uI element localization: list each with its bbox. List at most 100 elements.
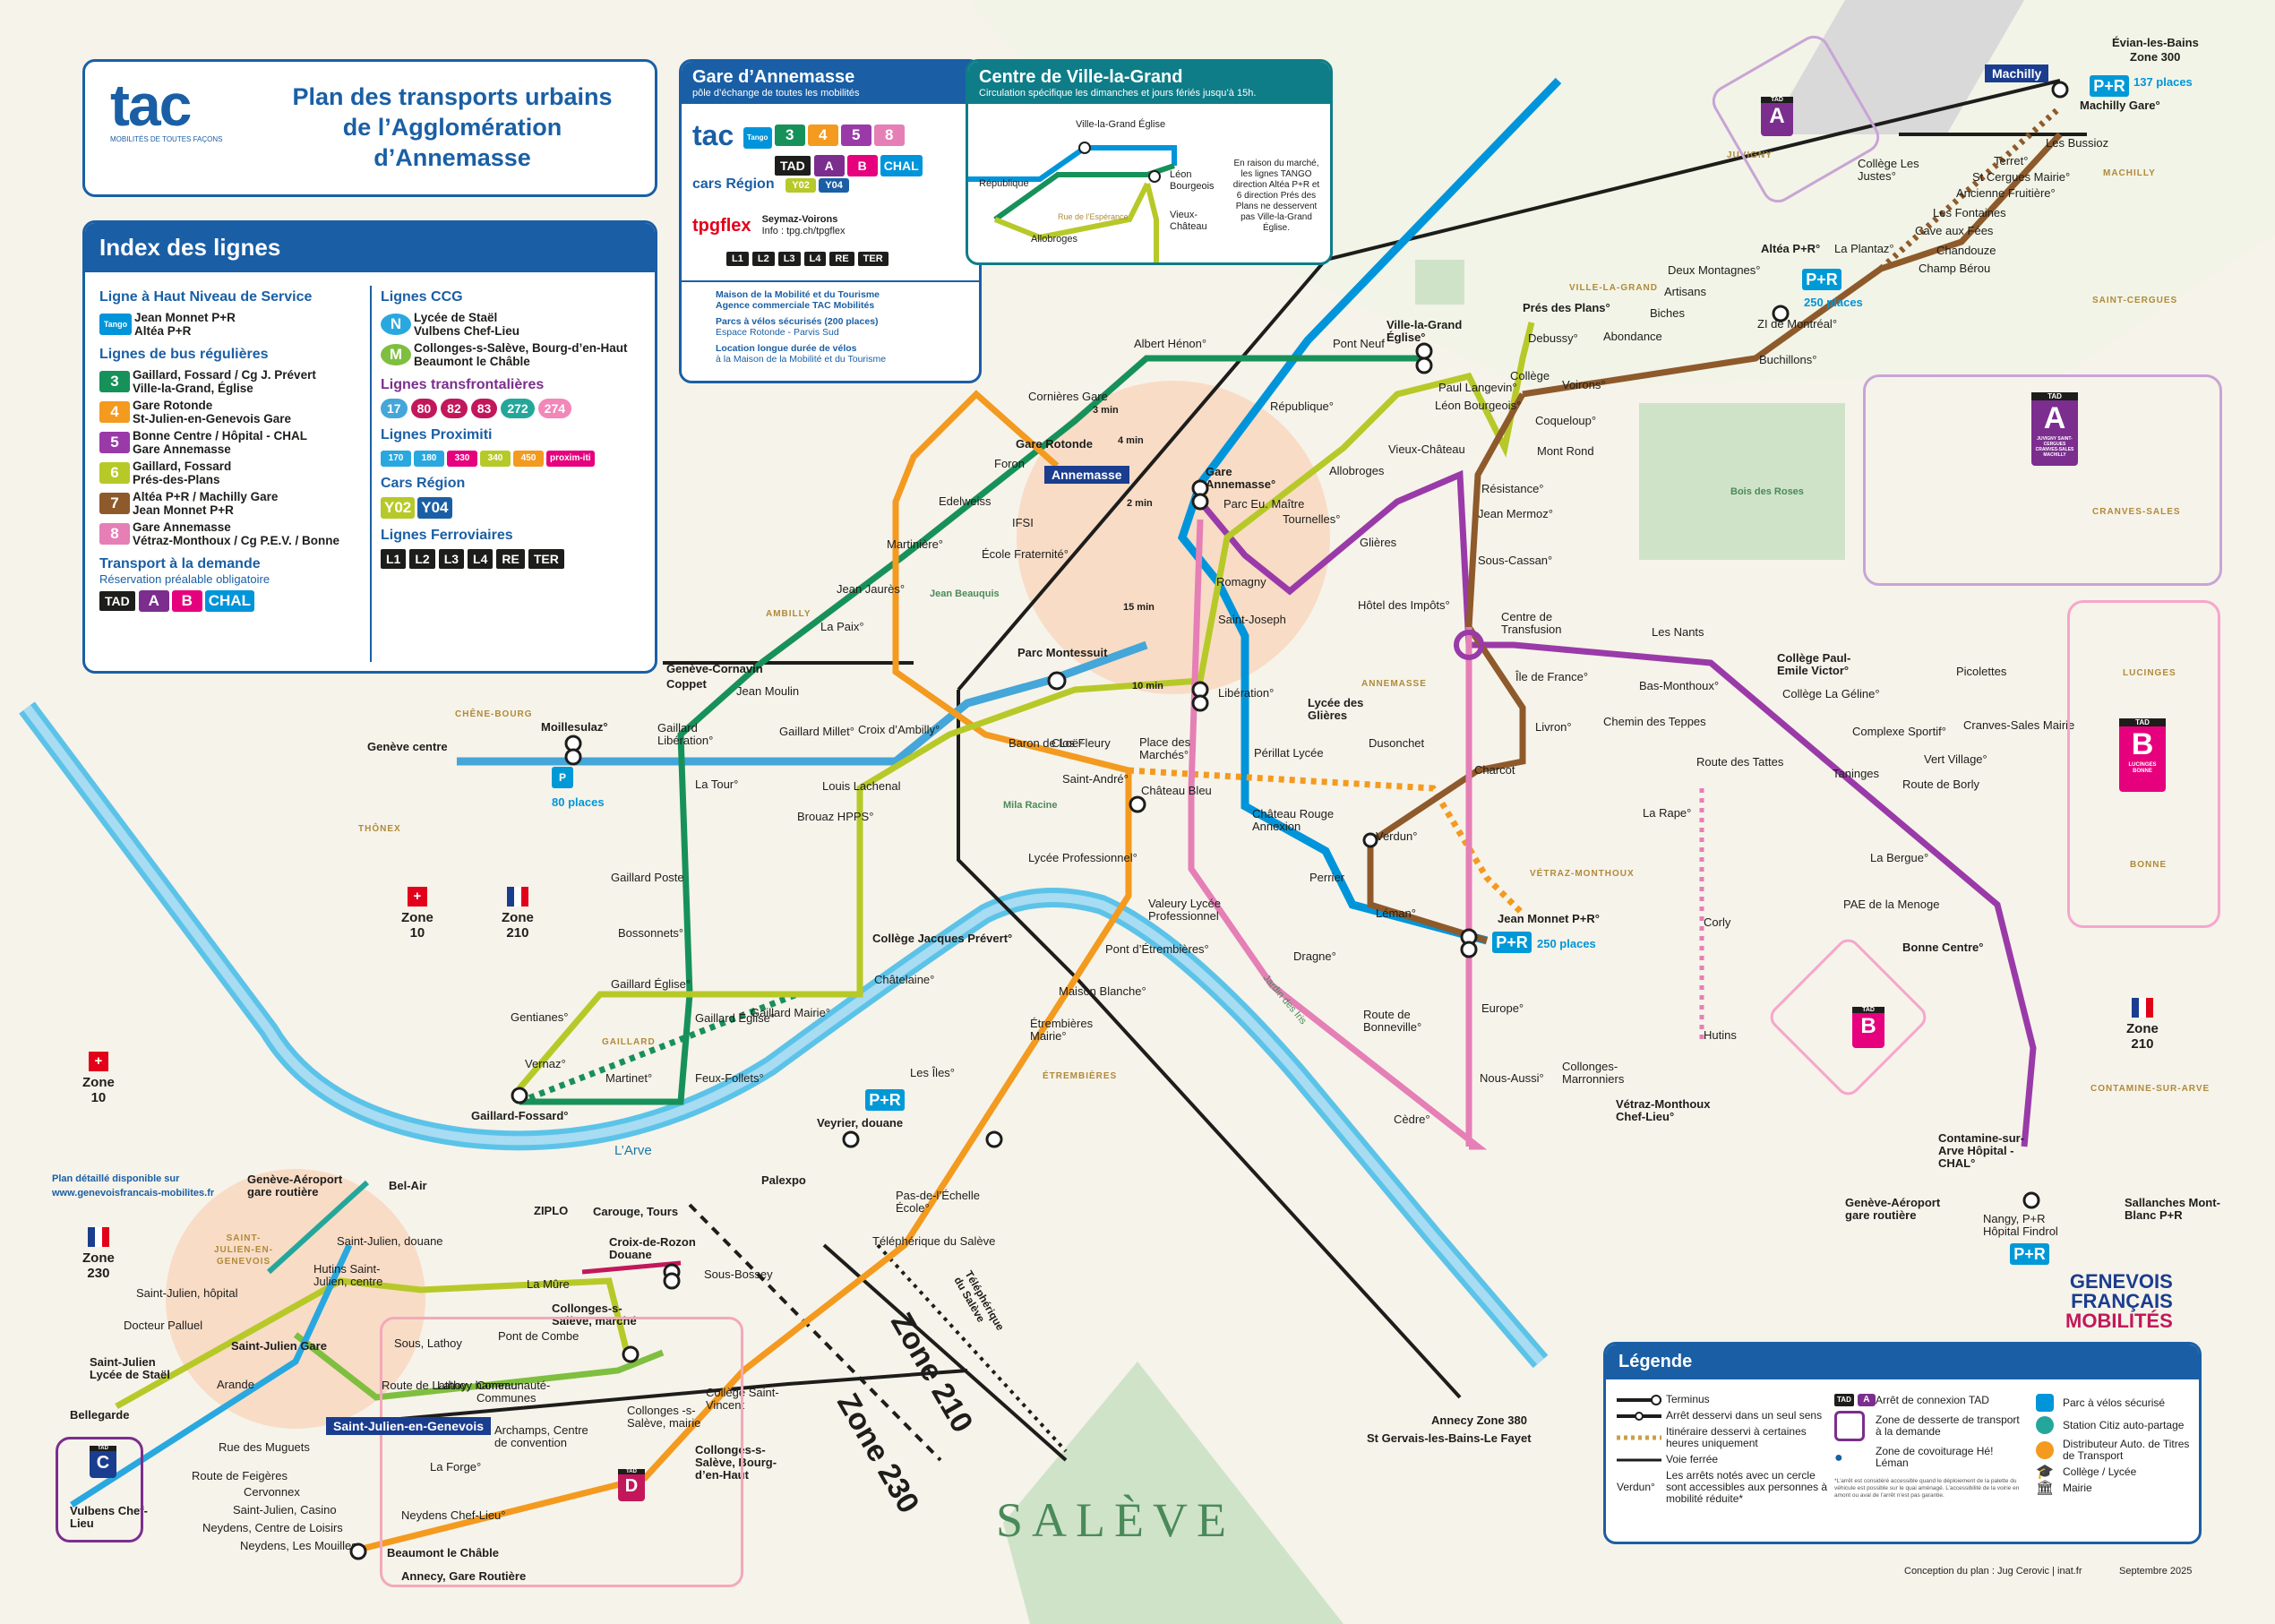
rail-line-badge: L2 bbox=[409, 549, 435, 569]
line-badge: 6 bbox=[99, 462, 130, 484]
stop-label-la-paix: La Paix° bbox=[820, 620, 864, 633]
centre-note: En raison du marché, les lignes TANGO di… bbox=[1232, 159, 1320, 233]
stop-label-les-nants: Les Nants bbox=[1652, 625, 1704, 639]
chal-badge: CHAL bbox=[204, 590, 254, 612]
stop-label-baron-loe: Baron de Loë° bbox=[1009, 736, 1084, 750]
stop-label-route-tattes: Route des Tattes bbox=[1696, 755, 1784, 769]
stop-label-docteur-palluel: Docteur Palluel bbox=[124, 1319, 203, 1332]
stop-label-college-la-geline: Collège La Géline° bbox=[1782, 687, 1880, 700]
legend-row: ●Zone de covoiturage Hé! Léman bbox=[1834, 1446, 2027, 1469]
gare-tad: TAD bbox=[775, 156, 811, 176]
stop-label-gaillard-millet: Gaillard Millet° bbox=[779, 725, 854, 738]
trans-line-badge: 83 bbox=[470, 399, 498, 418]
tpgflex-line2: Info : tpg.ch/tpgflex bbox=[761, 226, 846, 236]
machilly-station-tag: Machilly bbox=[1985, 64, 2049, 82]
legend-row: Terminus bbox=[1617, 1394, 1832, 1405]
stop-label-les-bussioz: Les Bussioz bbox=[2046, 136, 2109, 150]
stop-label-etrembieres-mairie: Étrembières Mairie° bbox=[1030, 1017, 1094, 1043]
stop-label-college-jp: Collège Jacques Prévert° bbox=[872, 932, 1013, 945]
area-etrembieres: ÉTREMBIÈRES bbox=[1043, 1071, 1118, 1081]
stop-label-martiniere: Martinière° bbox=[887, 537, 943, 551]
stop-label-liberation: Libération° bbox=[1218, 686, 1275, 700]
stop-label-bellegarde: Bellegarde bbox=[70, 1408, 130, 1422]
stop-label-bel-air: Bel-Air bbox=[389, 1179, 427, 1192]
bhns-line1: Jean Monnet P+R bbox=[134, 311, 236, 324]
stop-label-machilly-gare: Machilly Gare° bbox=[2080, 99, 2160, 112]
title-line: de l’Agglomération bbox=[342, 114, 562, 141]
stop-label-geneve-aeroport-l: Genève-Aéroport gare routière bbox=[247, 1173, 343, 1199]
tac-logo: tac MOBILITÉS DE TOUTES FAÇONS bbox=[110, 75, 236, 143]
title-panel: tac MOBILITÉS DE TOUTES FAÇONS Plan des … bbox=[82, 59, 657, 197]
stop-label-annecy-zone: Annecy Zone 380 bbox=[1431, 1413, 1527, 1427]
prox-line-badge: 450 bbox=[513, 451, 544, 467]
stop-label-debussy: Debussy° bbox=[1528, 331, 1578, 345]
stop-label-nangy: Nangy, P+R Hôpital Findrol bbox=[1983, 1212, 2058, 1238]
area-annemasse: ANNEMASSE bbox=[1361, 679, 1427, 689]
stop-label-duson: Dusonchet bbox=[1369, 736, 1425, 750]
stop-label-vetraz-chef-lieu: Vétraz-Monthoux Chef-Lieu° bbox=[1616, 1097, 1711, 1123]
stop-label-lycee-pro: Lycée Professionnel° bbox=[1028, 851, 1138, 864]
area-lucinges: LUCINGES bbox=[2123, 668, 2176, 678]
stop-label-martinet: Martinet° bbox=[605, 1071, 653, 1085]
gare-tad-b: B bbox=[846, 155, 878, 176]
gare-subtitle: pôle d’échange de toutes les mobilités bbox=[692, 88, 860, 99]
zone-label: Zone bbox=[502, 910, 534, 925]
stop-label-hutins-l: Hutins Saint-Julien, centre bbox=[313, 1262, 383, 1288]
line-to: Vétraz-Monthoux / Cg P.E.V. / Bonne bbox=[133, 534, 340, 547]
line-badge: 5 bbox=[99, 432, 130, 453]
regular-title: Lignes de bus régulières bbox=[99, 347, 269, 362]
stop-label-saint-joseph: Saint-Joseph bbox=[1218, 613, 1286, 626]
area-ambilly: AMBILLY bbox=[766, 609, 811, 619]
stop-label-lycee-glieres: Lycée des Glières bbox=[1308, 696, 1364, 722]
area-chene-bourg: CHÊNE-BOURG bbox=[455, 709, 533, 719]
legend-text: Mairie bbox=[2063, 1482, 2092, 1494]
stop-label-centre-transfusion: Centre de Transfusion bbox=[1501, 610, 1562, 636]
tad-zone-c-outline bbox=[56, 1437, 143, 1542]
line-to: Beaumont le Châble bbox=[414, 355, 530, 368]
tad-zone-a-card: TAD A JUVIGNY SAINT-CERGUES CRANVES-SALE… bbox=[2031, 392, 2078, 466]
pr-80-label: 80 places bbox=[552, 795, 605, 809]
tad-b-badge: B bbox=[171, 590, 202, 612]
gare-y02: Y02 bbox=[786, 178, 817, 193]
stop-label-jean-mermoz: Jean Mermoz° bbox=[1478, 507, 1553, 520]
stop-label-hutins: Hutins bbox=[1704, 1028, 1737, 1042]
index-divider bbox=[370, 286, 372, 662]
tad-c-letter: C bbox=[96, 1453, 110, 1473]
stop-label-pont-etrembieres: Pont d’Étrembières° bbox=[1105, 942, 1209, 956]
line-from: Gaillard, Fossard bbox=[133, 460, 232, 473]
stop-label-rue-muguets: Rue des Muguets bbox=[219, 1440, 310, 1454]
stop-label-communaute: Communauté-Communes bbox=[476, 1379, 551, 1405]
stop-label-jean-moulin: Jean Moulin bbox=[736, 684, 800, 698]
swiss-flag-icon: + bbox=[407, 887, 427, 907]
legend-footnote: *L’arrêt est considéré accessible quand … bbox=[1834, 1478, 2020, 1499]
stop-label-la-forge: La Forge° bbox=[430, 1460, 482, 1474]
legend-text: Station Citiz auto-partage bbox=[2063, 1418, 2185, 1431]
tpgflex-line1: Seymaz-Voirons bbox=[761, 214, 838, 225]
tad-tag: TAD bbox=[618, 1469, 645, 1474]
ticket-machine-icon bbox=[2036, 1441, 2063, 1459]
tango-badge: Tango bbox=[99, 314, 132, 335]
french-flag-icon bbox=[2131, 998, 2153, 1018]
legend-title: Légende bbox=[1606, 1345, 2199, 1379]
stop-label-biches: Biches bbox=[1650, 306, 1686, 320]
line-from: Gaillard, Fossard / Cg J. Prévert bbox=[133, 368, 316, 382]
stop-label-la-bergue: La Bergue° bbox=[1870, 851, 1929, 864]
line-from: Lycée de Staël bbox=[414, 311, 498, 324]
stop-label-ancienne-fruitiere: Ancienne Fruitière° bbox=[1956, 186, 2056, 200]
pr-moillesulaz: P bbox=[552, 767, 573, 788]
zone-label: Zone bbox=[82, 1075, 115, 1090]
tad-a-letter: A bbox=[1769, 104, 1785, 128]
stop-label-artisans: Artisans bbox=[1664, 285, 1706, 298]
stop-label-collonges-mairie: Collonges -s-Salève, mairie bbox=[627, 1404, 701, 1430]
legend-row: Distributeur Auto. de Titres de Transpor… bbox=[2036, 1439, 2193, 1462]
stop-label-palexpo: Palexpo bbox=[761, 1173, 806, 1187]
area-vetraz: VÉTRAZ-MONTHOUX bbox=[1530, 869, 1635, 879]
stop-label-plan-detail2: www.genevoisfrancais-mobilites.fr bbox=[52, 1188, 215, 1199]
